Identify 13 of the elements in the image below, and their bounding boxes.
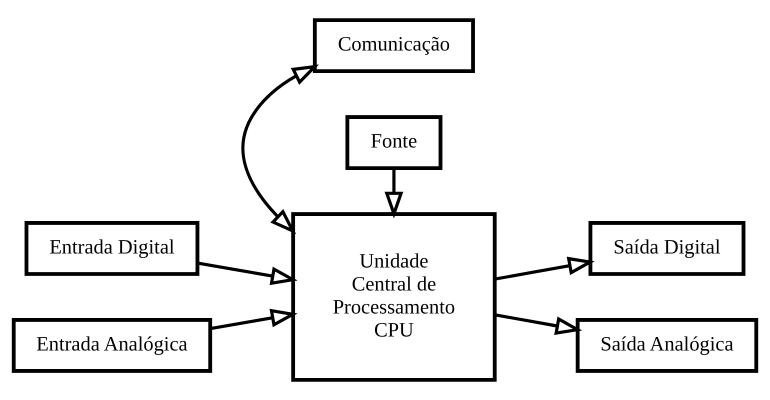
arrow: [241, 64, 320, 234]
node-box: Entrada Analógica: [12, 318, 212, 373]
arrow: [494, 313, 582, 335]
arrow: [494, 256, 595, 281]
node-box: Saída Digital: [588, 221, 746, 276]
arrow: [384, 168, 404, 219]
node-box: Saída Analógica: [576, 318, 758, 373]
node-box: Entrada Digital: [24, 221, 200, 276]
node-box: Fonte: [345, 115, 442, 170]
arrow: [197, 262, 298, 286]
arrow: [210, 308, 298, 330]
node-box: Comunicação: [312, 18, 475, 74]
node-box: Unidade Central de Processamento CPU: [291, 212, 497, 382]
